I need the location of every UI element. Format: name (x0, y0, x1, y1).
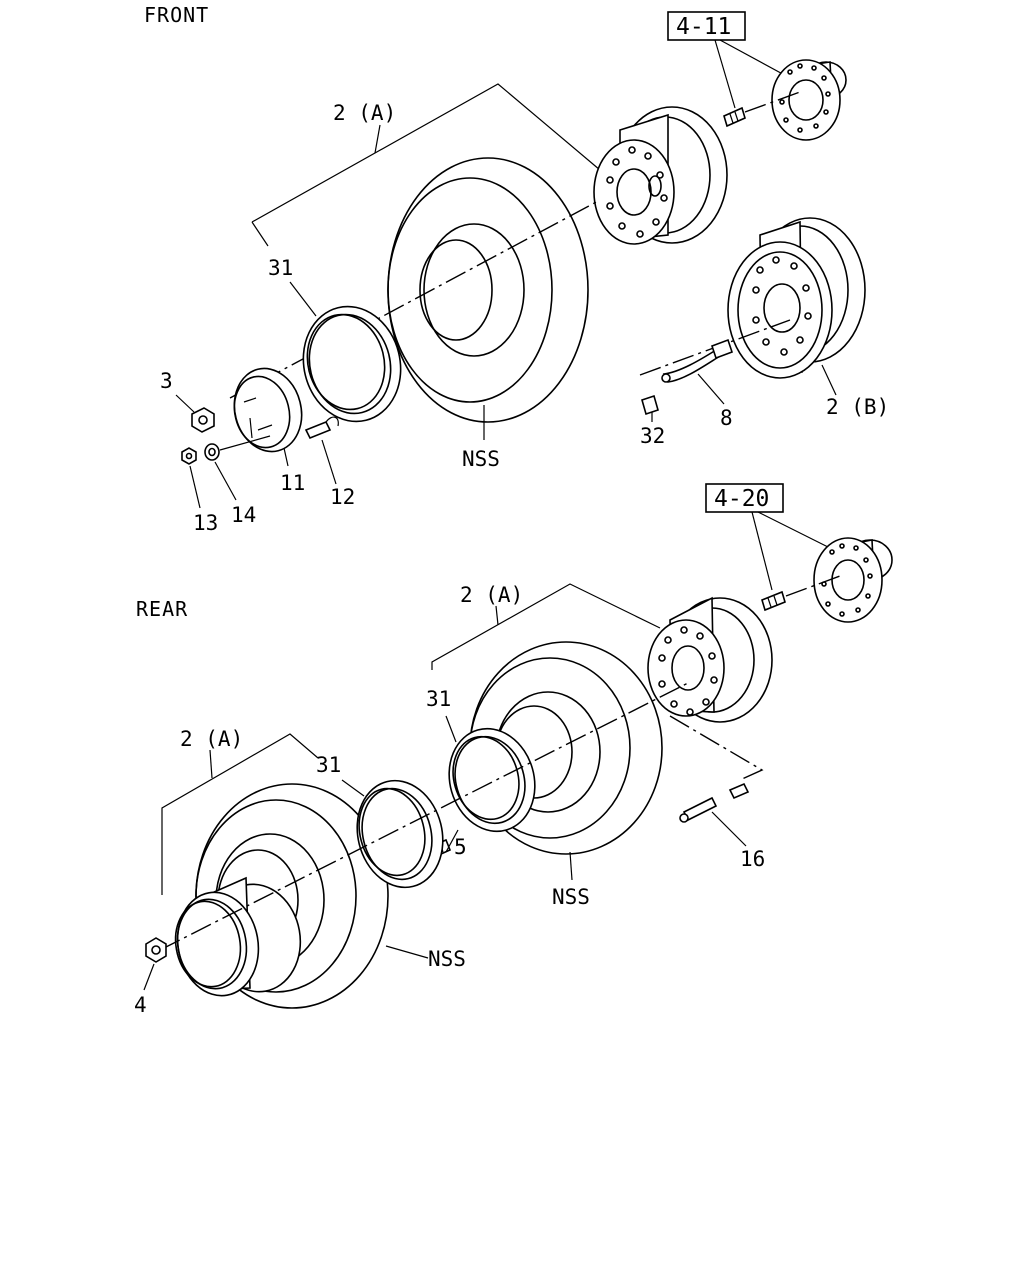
front-cap-32-label: 32 (640, 424, 665, 448)
front-wheel-b-label: 2 (B) (826, 395, 889, 419)
front-nut-13 (181, 447, 197, 465)
front-hub-stud (723, 106, 746, 128)
rear-disc-wheel (647, 596, 773, 723)
rear-hub-reference[interactable]: 4-20 (705, 483, 784, 513)
rear-hub-reference-label: 4-20 (714, 486, 769, 512)
rear-valve-16 (679, 782, 750, 823)
rear-inner-ring-31 (448, 727, 536, 833)
front-tire (387, 157, 589, 423)
front-disc-wheel-b (727, 217, 866, 379)
front-valve-extension-8 (661, 338, 734, 383)
front-nut-3 (191, 407, 215, 433)
front-valve-cap-32 (641, 394, 659, 416)
rear-nut-4-label: 4 (134, 993, 147, 1017)
front-wheel-a-label: 2 (A) (333, 101, 396, 125)
front-section-title: FRONT (144, 3, 209, 27)
rear-outer-ring-31 (356, 779, 444, 889)
rear-wheel-a-outer-label: 2 (A) (180, 727, 243, 751)
front-hub-reference-label: 4-11 (676, 14, 731, 40)
front-hub-cap-11 (233, 367, 303, 453)
front-washer-14-label: 14 (231, 503, 256, 527)
front-bolt-12 (304, 416, 339, 440)
rear-outer-ring-31-label: 31 (316, 753, 341, 777)
front-ring-31 (302, 305, 402, 423)
front-bolt-12-label: 12 (330, 485, 355, 509)
front-washer-14 (204, 443, 220, 461)
rear-outer-disc-wheel (174, 876, 302, 997)
front-hub (771, 59, 847, 141)
rear-hub (813, 537, 893, 623)
front-valve-8-label: 8 (720, 406, 733, 430)
rear-section-title: REAR (136, 597, 188, 621)
front-nut-3-label: 3 (160, 369, 173, 393)
rear-inner-tire-nss-label: NSS (552, 885, 590, 909)
rear-inner-ring-31-label: 31 (426, 687, 451, 711)
front-ring-31-label: 31 (268, 256, 293, 280)
rear-valve-16-label: 16 (740, 847, 765, 871)
rear-outer-tire-nss-label: NSS (428, 947, 466, 971)
front-cap-11-label: 11 (280, 471, 305, 495)
rear-wheel-a-inner-label: 2 (A) (460, 583, 523, 607)
front-disc-wheel-a (593, 106, 728, 245)
rear-nut-4 (145, 937, 167, 963)
front-nut-13-label: 13 (193, 511, 218, 535)
rear-hub-stud (761, 590, 786, 612)
front-hub-reference[interactable]: 4-11 (667, 11, 746, 41)
front-tire-nss-label: NSS (462, 447, 500, 471)
rear-stud-5-label: 5 (454, 835, 467, 859)
